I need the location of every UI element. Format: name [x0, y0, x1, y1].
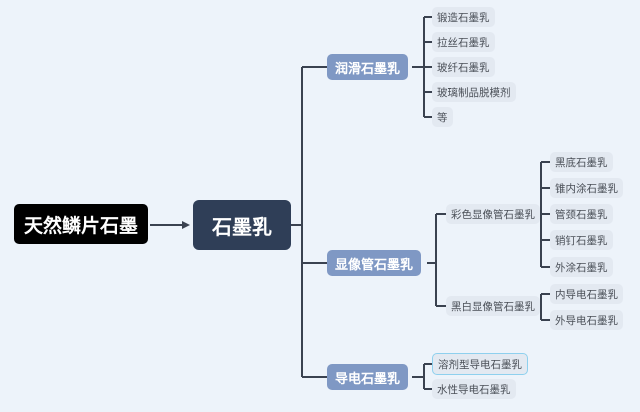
- leaf-node[interactable]: 外涂石墨乳: [550, 257, 613, 277]
- leaf-node[interactable]: 拉丝石墨乳: [432, 32, 495, 52]
- center-node[interactable]: 石墨乳: [193, 200, 291, 250]
- leaf-node[interactable]: 销钉石墨乳: [550, 230, 613, 250]
- leaf-node[interactable]: 黑底石墨乳: [550, 152, 613, 172]
- leaf-node[interactable]: 玻纤石墨乳: [432, 57, 495, 77]
- branch-crt[interactable]: 显像管石墨乳: [327, 250, 422, 276]
- leaf-node[interactable]: 等: [432, 107, 453, 127]
- branch-conductive[interactable]: 导电石墨乳: [327, 364, 409, 390]
- leaf-node[interactable]: 锥内涂石墨乳: [550, 178, 623, 198]
- leaf-node[interactable]: 内导电石墨乳: [550, 284, 623, 304]
- leaf-node[interactable]: 锻造石墨乳: [432, 7, 495, 27]
- leaf-node[interactable]: 水性导电石墨乳: [432, 379, 516, 399]
- root-node[interactable]: 天然鳞片石墨: [14, 204, 148, 244]
- leaf-node[interactable]: 外导电石墨乳: [550, 310, 623, 330]
- leaf-node-selected[interactable]: 溶剂型导电石墨乳: [432, 353, 528, 375]
- leaf-node[interactable]: 管颈石墨乳: [550, 204, 613, 224]
- subbranch-bw-crt[interactable]: 黑白显像管石墨乳: [446, 296, 540, 316]
- subbranch-color-crt[interactable]: 彩色显像管石墨乳: [446, 204, 540, 224]
- branch-lubricating[interactable]: 润滑石墨乳: [327, 54, 409, 80]
- leaf-node[interactable]: 玻璃制品脱模剂: [432, 82, 516, 102]
